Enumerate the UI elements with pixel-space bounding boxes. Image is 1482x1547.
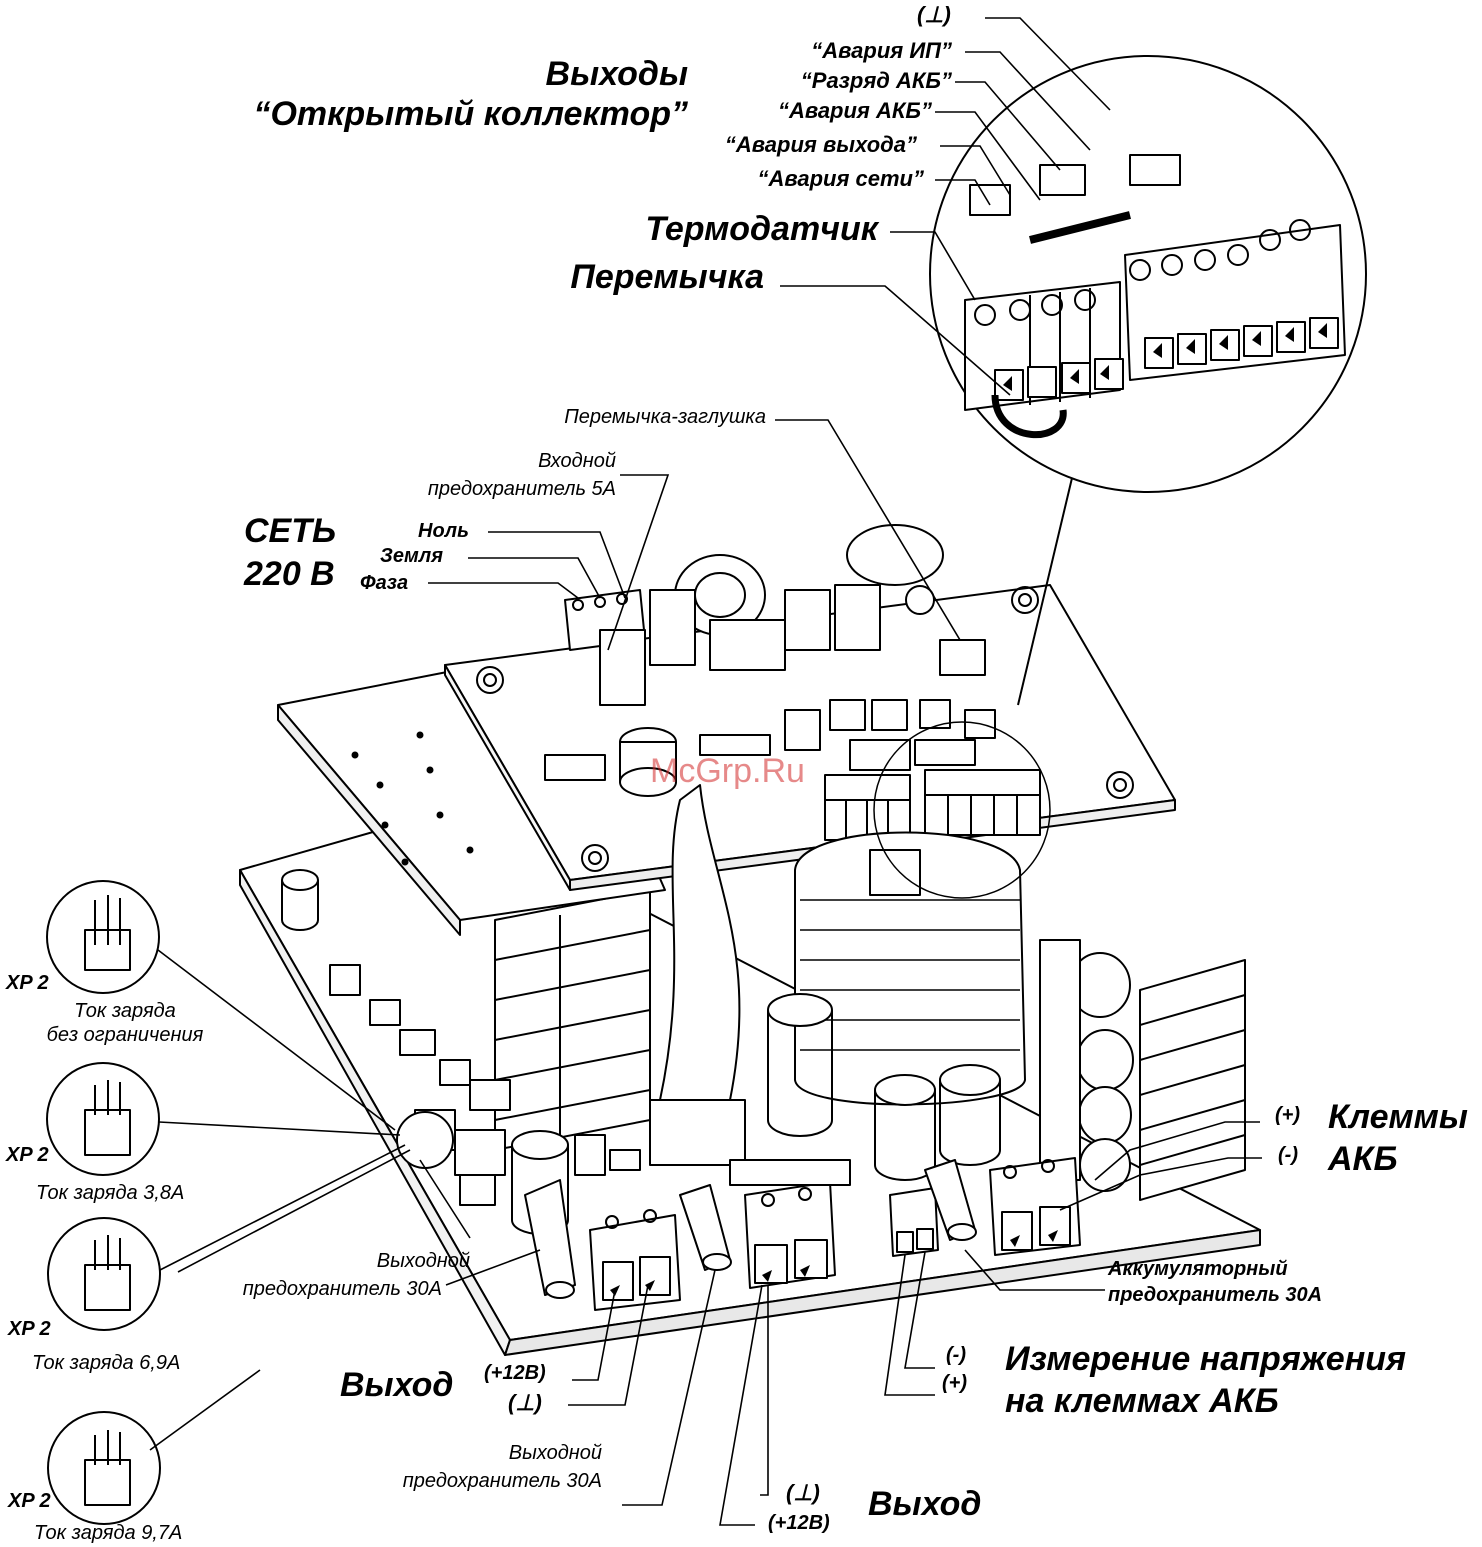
battery-fuse-2: предохранитель 30А <box>1108 1284 1323 1306</box>
measure-plus: (+) <box>942 1372 967 1394</box>
label-battery-fault: “Авария АКБ” <box>777 98 932 123</box>
battery-minus: (-) <box>1278 1144 1298 1166</box>
label-jumper: Перемычка <box>570 258 764 296</box>
output-terminal-right <box>744 1181 836 1289</box>
output-fuse-bottom-1: Выходной <box>508 1442 602 1464</box>
arrowheads <box>610 323 1327 1296</box>
label-ground-top: (⊥) <box>917 2 951 27</box>
pcb-components <box>544 524 996 797</box>
measure-title-2: на клеммах АКБ <box>1005 1382 1279 1420</box>
battery-terminals-1: Клеммы <box>1328 1098 1468 1136</box>
measure-minus: (-) <box>946 1344 966 1366</box>
label-mains-fault: “Авария сети” <box>757 166 924 191</box>
leader-lines <box>149 17 1262 1526</box>
output-fuse-bottom-2: предохранитель 30А <box>402 1470 602 1492</box>
xp2-2-name: XP 2 <box>6 1144 49 1166</box>
output-terminal-left <box>589 1209 681 1311</box>
ribbon-cable <box>649 784 746 1166</box>
label-thermo-sensor: Термодатчик <box>645 210 878 248</box>
output-fuse-left-2: предохранитель 30А <box>242 1278 442 1300</box>
xp2-2-line1: Ток заряда 3,8А <box>36 1182 185 1204</box>
power-toroid <box>794 831 1026 1106</box>
label-psu-fault: “Авария ИП” <box>811 38 952 63</box>
label-earth: Земля <box>380 545 443 567</box>
label-phase: Фаза <box>360 572 409 594</box>
label-mains-title-2: 220 В <box>244 555 335 593</box>
left-heatsink <box>494 889 651 1151</box>
pcb-signal-terminals <box>824 769 1041 841</box>
zoom-source-circle <box>873 721 1051 899</box>
label-input-fuse-2: предохранитель 5А <box>427 478 616 500</box>
battery-fuse-1: Аккумуляторный <box>1108 1258 1288 1280</box>
output-fuse-left-1: Выходной <box>376 1250 470 1272</box>
output-left-title: Выход <box>340 1366 454 1404</box>
xp2-4-line1: Ток заряда 9,7А <box>34 1522 183 1544</box>
label-battery-discharge: “Разряд АКБ” <box>800 68 952 93</box>
xp2-3-line1: Ток заряда 6,9А <box>32 1352 181 1374</box>
battery-side-cylinders <box>1039 939 1134 1192</box>
label-jumper-plug: Перемычка-заглушка <box>564 406 766 428</box>
label-neutral: Ноль <box>418 520 469 542</box>
label-mains-title-1: СЕТЬ <box>244 512 337 550</box>
xp2-3-name: XP 2 <box>8 1318 51 1340</box>
zoom-circle-terminals <box>929 55 1367 706</box>
open-collector-title-2: “Открытый коллектор” <box>253 95 688 133</box>
battery-fuse <box>924 1159 977 1241</box>
label-output-fault: “Авария выхода” <box>724 132 917 157</box>
output-fuse-2 <box>679 1184 732 1271</box>
measure-title-1: Измерение напряжения <box>1005 1340 1407 1378</box>
measure-terminal <box>889 1187 939 1257</box>
output-left-ground: (⊥) <box>508 1390 542 1415</box>
xp2-1-line1: Ток заряда <box>74 1000 176 1022</box>
battery-plus: (+) <box>1275 1104 1300 1126</box>
watermark: McGrp.Ru <box>650 752 805 790</box>
output-right-ground: (⊥) <box>786 1480 820 1505</box>
output-left-plus12: (+12В) <box>484 1362 546 1384</box>
xp2-1-name: XP 2 <box>6 972 49 994</box>
output-right-plus12: (+12В) <box>768 1512 830 1534</box>
xp2-circles <box>46 880 454 1525</box>
open-collector-title-1: Выходы <box>545 55 688 93</box>
output-fuse-1 <box>524 1179 576 1299</box>
xp2-1-line2: без ограничения <box>46 1024 204 1046</box>
output-right-title: Выход <box>868 1485 982 1523</box>
xp2-4-name: XP 2 <box>8 1490 51 1512</box>
battery-terminals-2: АКБ <box>1328 1140 1398 1178</box>
right-heatsink <box>1139 959 1246 1201</box>
label-input-fuse-1: Входной <box>538 450 616 472</box>
